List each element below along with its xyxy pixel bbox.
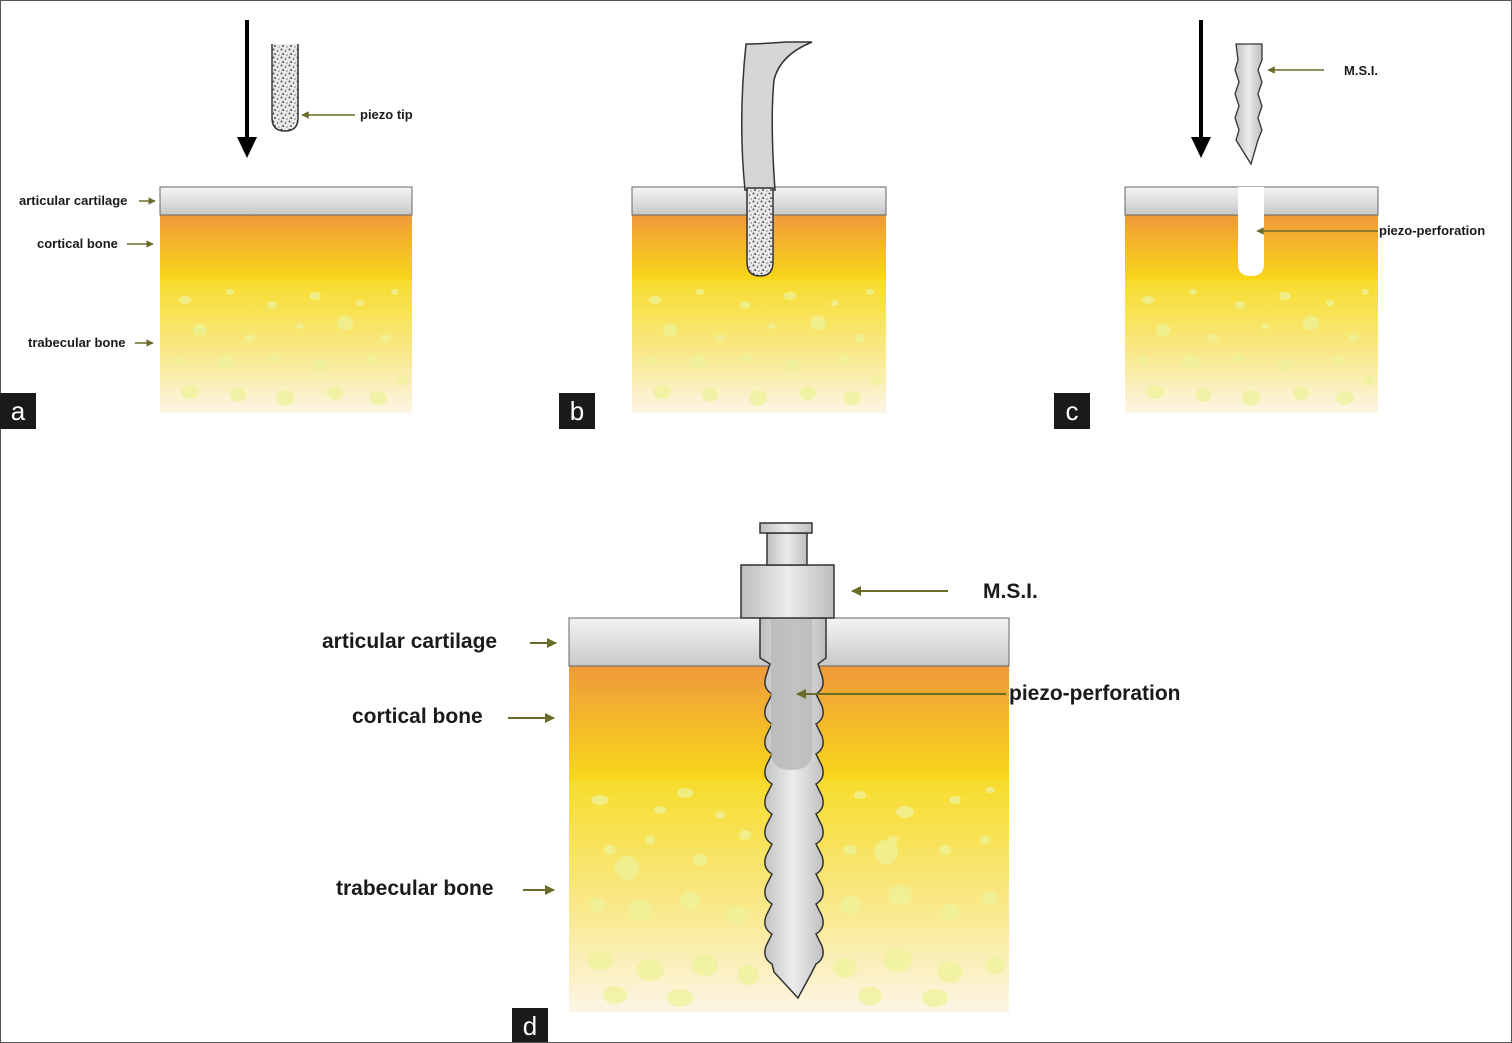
msi-label: M.S.I. (1344, 63, 1378, 78)
perforation-label: piezo-perforation (1379, 223, 1485, 238)
panel-c-tag-bg (1054, 393, 1090, 429)
trabecular-label: trabecular bone (336, 877, 494, 900)
panel-d-tag: d (523, 1011, 537, 1041)
cartilage-label: articular cartilage (322, 630, 497, 653)
cortical-label: cortical bone (352, 705, 483, 728)
panel-b-tag-bg (559, 393, 595, 429)
cartilage-label: articular cartilage (19, 193, 127, 208)
piezo-perforation-hole (1238, 187, 1264, 276)
panel-c-tag: c (1066, 396, 1079, 426)
panel-a: piezo tip articular cartilage cortical b… (0, 20, 413, 429)
cortical-label: cortical bone (37, 236, 118, 251)
msi-label: M.S.I. (983, 580, 1038, 603)
cartilage-layer (159, 186, 413, 216)
piezo-tip (271, 44, 299, 132)
msi-head-block (740, 564, 835, 619)
panel-b-tag: b (570, 396, 584, 426)
msi-neck (766, 532, 808, 566)
panel-d-tag-bg (512, 1008, 548, 1042)
trabecular-pores (645, 289, 882, 406)
piezo-handpiece (740, 41, 813, 191)
piezo-tip-label: piezo tip (360, 107, 413, 122)
trabecular-pores (173, 289, 408, 406)
msi-cap (759, 522, 813, 534)
insertion-arrow (237, 20, 257, 158)
panel-b: b (559, 41, 887, 429)
piezo-perforation-channel (771, 618, 812, 770)
panel-a-tag-bg (0, 393, 36, 429)
piezo-tip (746, 187, 774, 277)
bone-block (159, 186, 413, 413)
insertion-arrow (1191, 20, 1211, 158)
msi-screw-tip (1234, 43, 1263, 166)
trabecular-pores (588, 787, 1005, 1007)
perforation-label: piezo-perforation (1009, 682, 1181, 705)
panel-a-tag: a (11, 396, 26, 426)
panel-d: M.S.I. articular cartilage cortical bone… (322, 522, 1181, 1042)
trabecular-pores (1138, 289, 1375, 406)
trabecular-label: trabecular bone (28, 335, 126, 350)
cortical-layer (160, 215, 412, 280)
panel-c: M.S.I. piezo-perforation c (1054, 20, 1485, 429)
